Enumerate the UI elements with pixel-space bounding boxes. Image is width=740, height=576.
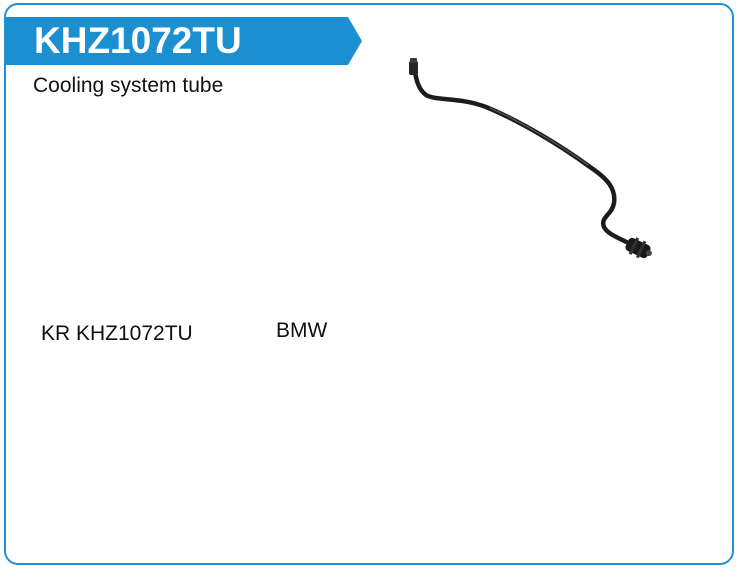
cooling-tube-photo [409,58,652,259]
reference-code: KR KHZ1072TU [41,322,193,345]
product-card [4,3,734,565]
part-number-title: KHZ1072TU [34,20,242,61]
title-banner: KHZ1072TU [6,17,362,65]
brand-label: BMW [276,319,328,342]
part-description: Cooling system tube [33,74,224,97]
product-image [400,55,680,275]
banner-ribbon-shape [6,17,362,65]
